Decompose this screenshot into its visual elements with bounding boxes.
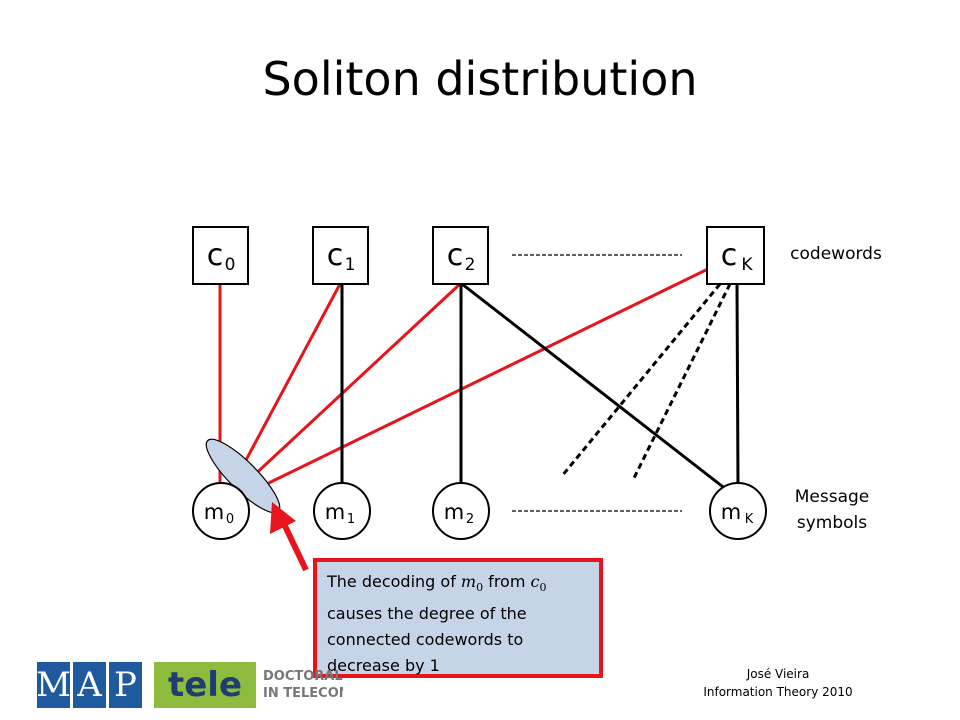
codewords-label: codewords	[790, 244, 882, 264]
svg-text:c: c	[327, 238, 344, 273]
svg-text:2: 2	[465, 255, 476, 275]
codeword-subscript: 2	[465, 255, 476, 275]
message-subscript: K	[745, 512, 754, 527]
footer-author: José Vieira	[746, 667, 810, 681]
codeword-subscript: 1	[345, 255, 356, 275]
message-letter: m	[721, 500, 741, 524]
codeword-subscript: K	[741, 255, 753, 275]
svg-text:c: c	[447, 238, 464, 273]
svg-text:c: c	[721, 238, 738, 273]
svg-text:0: 0	[225, 255, 236, 275]
edge-dashed-2	[632, 283, 732, 479]
codeword-letter: c	[447, 238, 464, 273]
edge-c1-m0	[228, 283, 342, 491]
edge-c2-mK	[461, 282, 728, 492]
slide-title: Soliton distribution	[262, 52, 698, 106]
message-node-m1: m 1	[313, 482, 371, 540]
svg-text:m: m	[325, 500, 345, 524]
codeword-node-c1: c 1	[312, 226, 369, 285]
svg-text:K: K	[745, 512, 754, 527]
message-node-m2: m 2	[432, 482, 490, 540]
footer-course: Information Theory 2010	[703, 685, 853, 699]
codeword-node-c2: c 2	[432, 226, 489, 285]
svg-text:c: c	[207, 238, 224, 273]
message-subscript: 1	[347, 512, 355, 527]
edge-cK-mK	[735, 283, 740, 487]
codeword-letter: c	[207, 238, 224, 273]
svg-text:K: K	[741, 255, 753, 275]
svg-text:1: 1	[347, 512, 355, 527]
message-node-m0: m 0	[192, 482, 250, 540]
edge-c2-m0	[234, 282, 462, 494]
edge-dashed-1	[560, 283, 722, 477]
svg-text:m: m	[204, 500, 224, 524]
codeword-node-cK: c K	[706, 226, 765, 285]
footer: José Vieira Information Theory 2010	[668, 665, 888, 701]
svg-text:2: 2	[466, 512, 474, 527]
message-letter: m	[444, 500, 464, 524]
message-node-mK: m K	[709, 482, 767, 540]
message-letter: m	[204, 500, 224, 524]
message-subscript: 2	[466, 512, 474, 527]
svg-text:0: 0	[226, 512, 234, 527]
svg-text:m: m	[721, 500, 741, 524]
message-subscript: 0	[226, 512, 234, 527]
callout-arrow-shaft	[282, 524, 309, 572]
codeword-letter: c	[721, 238, 738, 273]
callout-box: The decoding of m0 from c0 causes the de…	[313, 558, 603, 678]
codeword-node-c0: c 0	[192, 226, 249, 285]
codeword-letter: c	[327, 238, 344, 273]
codeword-subscript: 0	[225, 255, 236, 275]
svg-text:m: m	[444, 500, 464, 524]
message-letter: m	[325, 500, 345, 524]
message-symbols-label: Message symbols	[794, 487, 870, 533]
edge-cK-m0	[241, 266, 711, 498]
svg-text:1: 1	[345, 255, 356, 275]
logo-tele: tele	[154, 662, 256, 708]
callout-arrow-head	[270, 502, 296, 534]
logo-tagline: DOCTORAL PROGRAMME IN TELECOMMUNICATIONS	[263, 669, 343, 701]
